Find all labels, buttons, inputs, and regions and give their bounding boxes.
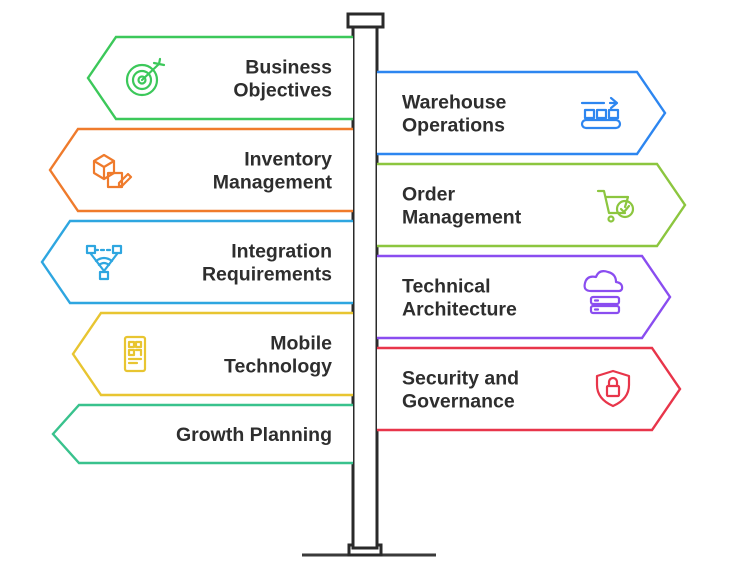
- sign-board: [51, 403, 353, 465]
- sign-board: [86, 35, 353, 121]
- conveyor-icon: [580, 96, 622, 130]
- sign-board: [48, 127, 353, 213]
- mobile-qr-icon: [123, 335, 147, 373]
- sign-label: Technical: [402, 276, 491, 298]
- sign-label: Architecture: [402, 299, 517, 321]
- network-icon: [85, 244, 123, 281]
- sign-growth-planning: Growth Planning: [51, 403, 353, 465]
- sign-label: Growth Planning: [176, 424, 332, 446]
- signpost-pole: [351, 24, 379, 550]
- sign-label: Integration: [231, 241, 332, 263]
- sign-label: Technology: [224, 356, 332, 378]
- sign-label: Requirements: [202, 264, 332, 286]
- cart-check-icon: [596, 189, 635, 223]
- sign-label: Operations: [402, 115, 505, 137]
- shield-lock-icon: [595, 369, 631, 408]
- signs-layer: BusinessObjectivesInventoryManagementInt…: [40, 35, 687, 465]
- post-cap: [346, 12, 385, 29]
- sign-label: Business: [245, 57, 332, 79]
- sign-board: [71, 311, 353, 397]
- target-icon: [125, 57, 166, 97]
- sign-label: Objectives: [233, 80, 332, 102]
- sign-label: Management: [402, 207, 522, 229]
- sign-label: Governance: [402, 391, 515, 413]
- sign-label: Warehouse: [402, 92, 507, 114]
- sign-board: [377, 162, 687, 248]
- sign-label: Mobile: [270, 333, 332, 355]
- sign-board: [377, 70, 667, 156]
- sign-board: [40, 219, 353, 305]
- boxes-icon: [92, 153, 133, 189]
- sign-label: Security and: [402, 368, 519, 390]
- sign-label: Inventory: [244, 149, 332, 171]
- server-icon: [583, 270, 624, 315]
- sign-label: Order: [402, 184, 456, 206]
- sign-label: Management: [213, 172, 333, 194]
- sign-board: [377, 346, 682, 432]
